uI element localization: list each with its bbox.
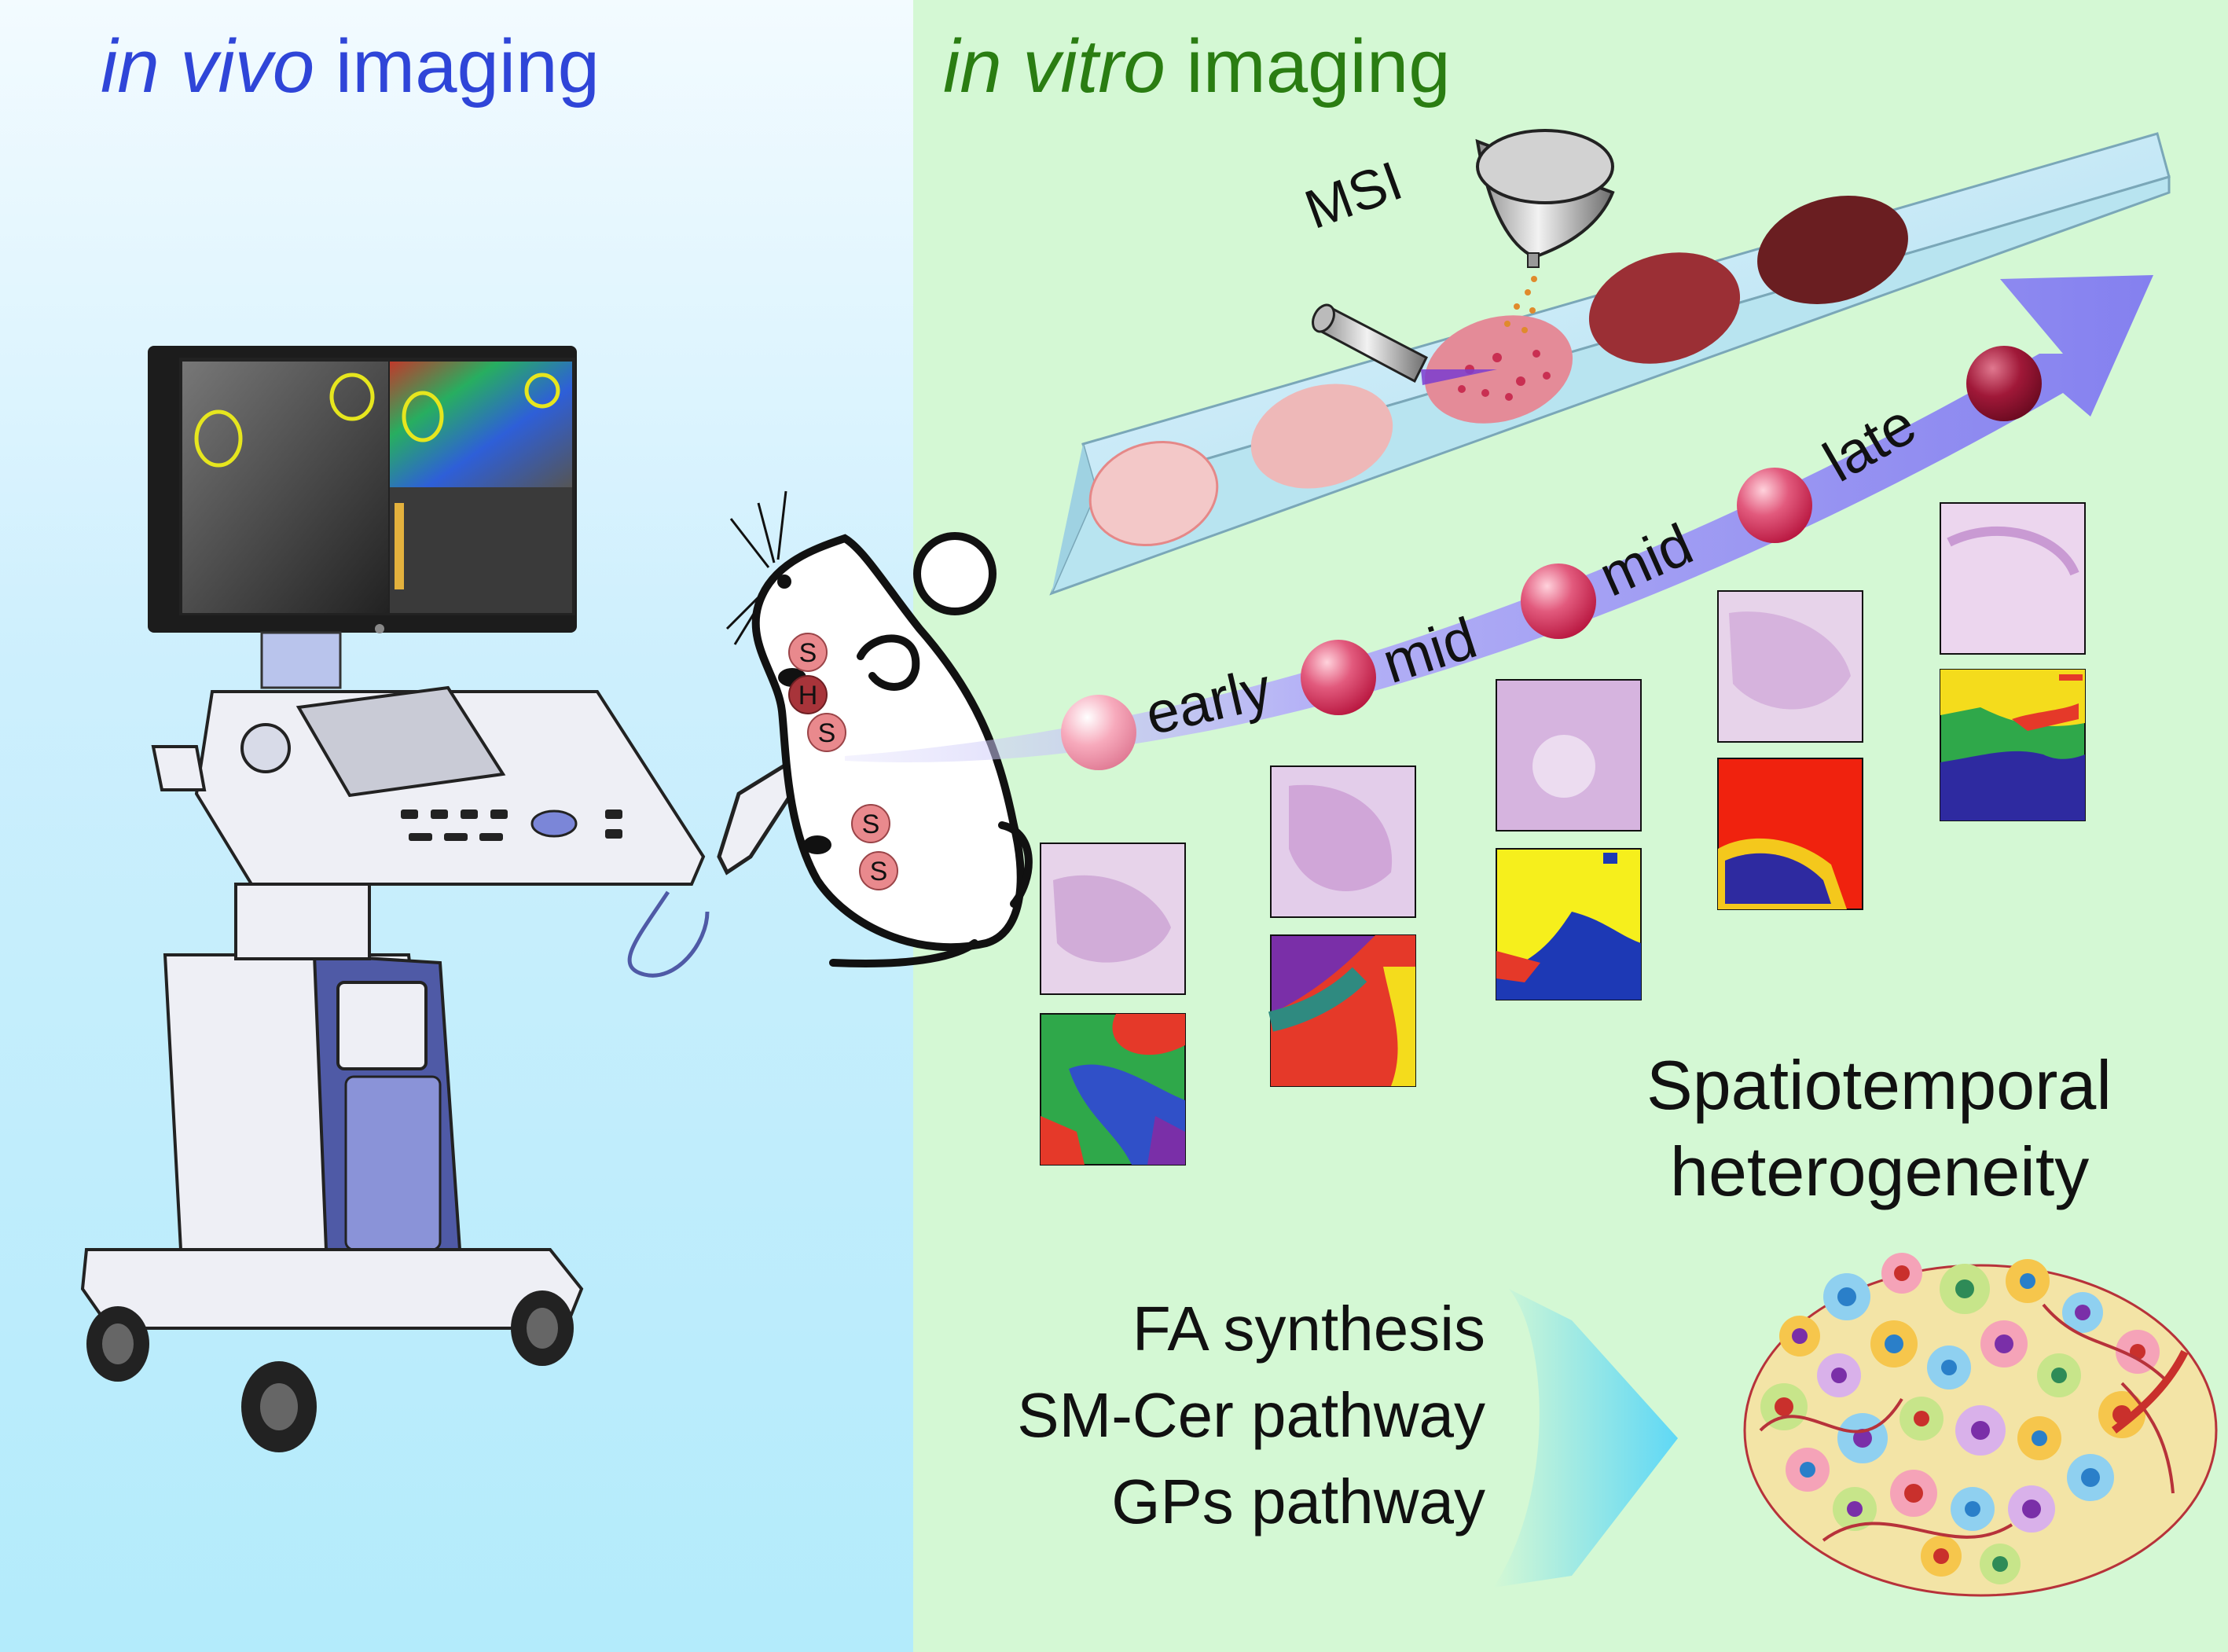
- stage-label-early: early: [1140, 655, 1277, 747]
- pathway-label-sm-cer: SM-Cer pathway: [1017, 1380, 1485, 1450]
- ion-droplets: [1504, 276, 1537, 333]
- trackball: [530, 809, 578, 838]
- probe-holder: [240, 723, 291, 773]
- doppler-image: [390, 362, 572, 487]
- molecule-atom: [859, 851, 898, 890]
- roi-outline: [194, 409, 243, 468]
- in-vitro-title-rest: imaging: [1165, 24, 1451, 108]
- molecule-atom: [788, 633, 828, 672]
- handle: [151, 745, 207, 791]
- mouse-whiskers: [725, 490, 787, 645]
- stage-label-mid-1: mid: [1375, 604, 1484, 696]
- molecule-cluster: S H S S S: [788, 633, 898, 890]
- stage-sphere: [1737, 468, 1812, 543]
- in-vivo-title-rest: imaging: [314, 24, 600, 108]
- column: [234, 883, 371, 960]
- stage-sphere: [1301, 640, 1376, 715]
- in-vivo-title-italic: in vivo: [101, 24, 315, 108]
- image-pairs: [1040, 502, 2086, 1166]
- probe-cable: [627, 890, 710, 978]
- cell-cluster: [1760, 1253, 2160, 1584]
- he-stain-image: [1940, 502, 2086, 655]
- in-vitro-title-italic: in vitro: [943, 24, 1165, 108]
- atom-label: S: [799, 638, 817, 668]
- stage-sphere: [1061, 695, 1136, 770]
- stromal-fibers: [1759, 1303, 2175, 1542]
- pathway-arrow: [1493, 1289, 1678, 1588]
- roi-outline: [524, 373, 560, 409]
- monitor-neck: [260, 631, 342, 689]
- blood-vessel: [2111, 1349, 2189, 1434]
- tissue-section: [1424, 315, 1573, 424]
- control-keys: [401, 809, 622, 841]
- storage-drawer: [336, 981, 428, 1070]
- atom-label: H: [798, 681, 818, 710]
- molecule-atom: [788, 675, 828, 714]
- msi-source: MSI: [1297, 129, 1615, 385]
- tissue-section: [1757, 196, 1908, 304]
- doppler-lower-image: [390, 487, 572, 613]
- bmode-image: [182, 362, 388, 613]
- tissue-section: [1588, 252, 1741, 364]
- pathway-label-fa-synthesis: FA synthesis: [1132, 1294, 1485, 1364]
- roi-outline: [329, 373, 375, 421]
- ultrasound-machine: [80, 346, 805, 1452]
- machine-base: [80, 1248, 584, 1330]
- msi-label: MSI: [1297, 149, 1410, 240]
- in-vitro-title: in vitro imaging: [943, 24, 1451, 110]
- molecule-atom: [807, 713, 846, 752]
- mouse-nose: [777, 575, 791, 589]
- pathway-label-gps: GPs pathway: [1111, 1467, 1485, 1536]
- in-vivo-title: in vivo imaging: [101, 24, 600, 110]
- stage-sphere: [1966, 346, 2042, 421]
- atom-label: S: [862, 809, 880, 839]
- atom-label: S: [870, 857, 888, 887]
- atom-label: S: [818, 718, 836, 748]
- glass-slide: [1049, 132, 2171, 596]
- tumor-heterogeneity-illustration: [1743, 1253, 2218, 1597]
- laser-beam: [1421, 369, 1497, 385]
- color-scale-bar: [395, 503, 404, 589]
- front-panel: [344, 1075, 442, 1251]
- roi-outline: [402, 391, 444, 442]
- stage-sphere: [1521, 564, 1596, 639]
- tissue-section: [1088, 440, 1219, 547]
- heterogeneity-label-line1: Spatiotemporal: [1646, 1046, 2112, 1124]
- tissue-section: [1250, 384, 1393, 489]
- touch-screen: [295, 685, 506, 798]
- molecule-atom: [851, 804, 890, 843]
- heterogeneity-label-line2: heterogeneity: [1670, 1133, 2090, 1210]
- power-button: [375, 624, 384, 633]
